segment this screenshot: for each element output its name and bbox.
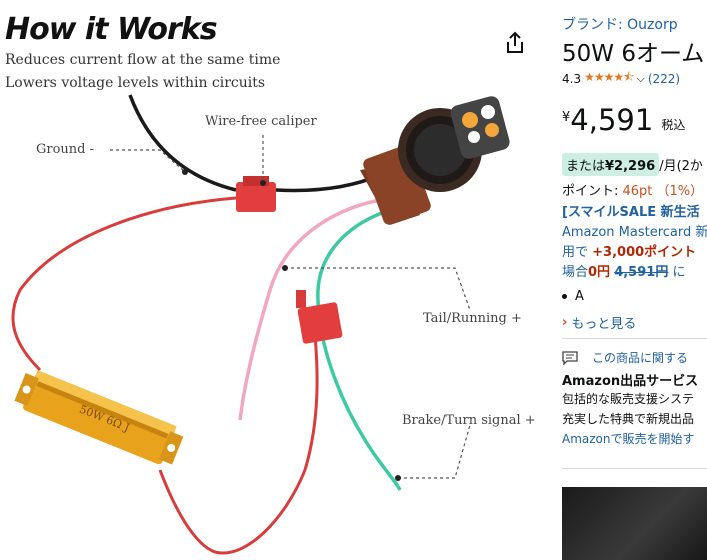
- divider: [562, 468, 707, 469]
- product-question-label: この商品に関する: [592, 351, 689, 365]
- installment-prefix: または: [566, 159, 606, 174]
- label-caliper: Wire-free caliper: [205, 114, 317, 129]
- points-label: ポイント:: [562, 184, 623, 199]
- card-bonus-points: +3,000ポイント: [592, 245, 697, 260]
- installment-row[interactable]: または¥2,296 /月(2か: [562, 153, 703, 176]
- see-more-link[interactable]: › もっと見る: [562, 313, 636, 332]
- card-offer-link[interactable]: Amazon Mastercard 新: [562, 225, 707, 240]
- label-brake: Brake/Turn signal +: [402, 413, 536, 428]
- card-offer-line-3[interactable]: 場合0円 4,591円 に: [562, 261, 685, 280]
- product-question-link[interactable]: この商品に関する: [562, 349, 688, 366]
- image-subtitle-1: Reduces current flow at the same time: [5, 52, 281, 68]
- tax-label: 税込: [661, 118, 686, 132]
- bullet-dot-icon: [562, 294, 567, 299]
- image-subtitle-2: Lowers voltage levels within circuits: [5, 75, 266, 91]
- feature-bullet-text: A: [575, 289, 584, 304]
- sale-link[interactable]: [スマイルSALE 新生活: [562, 205, 700, 220]
- brand-link[interactable]: ブランド: Ouzorp: [562, 17, 678, 33]
- product-image[interactable]: How it Works Reduces current flow at the…: [0, 0, 548, 560]
- divider: [562, 338, 707, 339]
- installment-badge: または¥2,296: [562, 153, 660, 176]
- ad-thumbnail[interactable]: [562, 487, 707, 560]
- feature-bullet: A: [562, 289, 584, 304]
- rating-value: 4.3: [562, 71, 582, 86]
- points-value: 46pt （1%）: [622, 184, 704, 199]
- card-zero-price: 0円: [588, 265, 611, 280]
- label-tail: Tail/Running +: [423, 311, 522, 326]
- product-title: 50W 6オーム: [562, 41, 705, 67]
- card-line-3-suffix: に: [668, 265, 686, 280]
- see-more-label: もっと見る: [571, 317, 637, 332]
- card-original-price: 4,591円: [614, 265, 669, 280]
- service-desc-1: 包括的な販売支援システ: [562, 392, 695, 406]
- price-value: 4,591: [570, 103, 654, 137]
- chat-icon: [562, 350, 578, 365]
- share-button[interactable]: [503, 30, 527, 56]
- service-desc-2: 充実した特典で新規出品: [562, 412, 695, 426]
- image-title: How it Works: [5, 12, 218, 47]
- wiring-diagram: [11, 94, 510, 555]
- card-line-2-prefix[interactable]: 用で: [562, 245, 593, 260]
- star-rating-icon: ★★★★⯪: [584, 70, 634, 84]
- rating-summary[interactable]: 4.3 ★★★★⯪ ⌵ (222): [562, 68, 680, 89]
- chevron-down-icon[interactable]: ⌵: [636, 71, 645, 85]
- service-title: Amazon出品サービス: [562, 374, 699, 389]
- chevron-right-icon: ›: [562, 315, 568, 330]
- start-selling-link[interactable]: Amazonで販売を開始す: [562, 432, 695, 446]
- label-ground: Ground -: [36, 142, 95, 157]
- installment-price: ¥2,296: [605, 159, 656, 174]
- card-line-3-prefix: 場合: [562, 265, 589, 280]
- installment-suffix: /月(2か: [659, 159, 703, 174]
- product-details-panel: ブランド: Ouzorp 50W 6オーム 4.3 ★★★★⯪ ⌵ (222) …: [556, 0, 707, 560]
- price-symbol: ¥: [562, 110, 571, 125]
- rating-count-link[interactable]: (222): [647, 71, 681, 86]
- points-row: ポイント: 46pt （1%）: [562, 180, 703, 199]
- card-offer-line-2: 用で +3,000ポイント: [562, 241, 696, 260]
- price-block: ¥ 4,591 税込: [562, 104, 685, 136]
- share-icon: [507, 31, 523, 53]
